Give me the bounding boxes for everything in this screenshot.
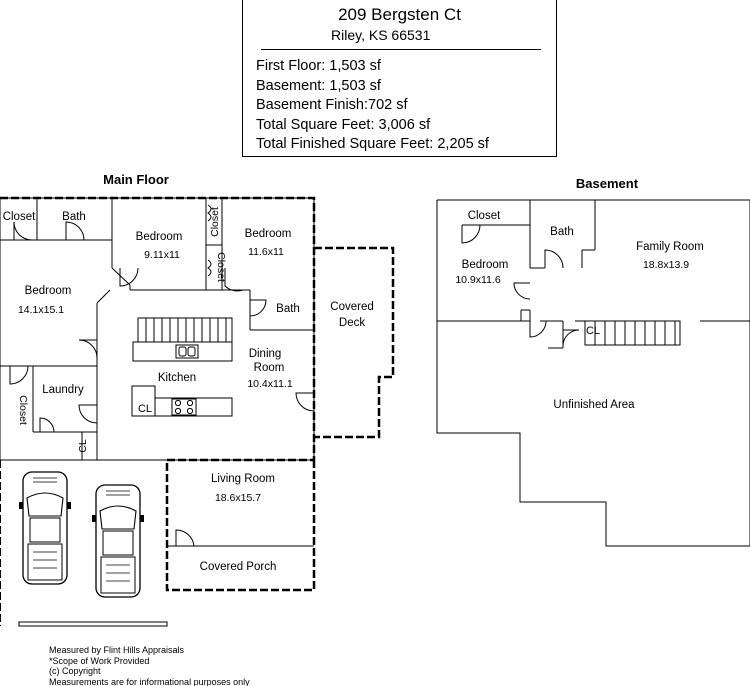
basement-walls <box>436 199 750 547</box>
footer-scope: *Scope of Work Provided <box>49 655 150 666</box>
total-finished-sf: Total Finished Square Feet: 2,205 sf <box>256 136 489 152</box>
main-floor-labels: Closet Bath Bedroom 14.1x15.1 Bedroom 9.… <box>3 207 374 573</box>
garage <box>0 459 168 627</box>
kitchen-counters <box>131 317 233 417</box>
label-laundry: Laundry <box>42 384 84 396</box>
size-living: 18.6x15.7 <box>215 492 261 504</box>
label-bath-mid: Bath <box>276 303 300 315</box>
label-basement-closet: Closet <box>468 210 501 222</box>
footer-notes: Measured by Flint Hills Appraisals *Scop… <box>49 645 250 686</box>
label-covered-deck-1: Covered <box>330 301 373 313</box>
label-basement-bath: Bath <box>550 226 574 238</box>
label-dining-1: Dining <box>249 348 282 360</box>
basement-door-swings <box>461 224 580 347</box>
footer-disclaimer: Measurements are for informational purpo… <box>49 676 250 686</box>
door-swings <box>9 204 315 547</box>
label-closet-laundry: Closet <box>17 395 29 425</box>
total-sf: Total Square Feet: 3,006 sf <box>256 116 431 133</box>
truck-icon-left <box>18 471 72 585</box>
label-cl-garage: CL <box>77 439 89 453</box>
label-unfinished-area: Unfinished Area <box>553 399 635 411</box>
truck-icon-right <box>91 484 145 598</box>
basement-finish-sf: Basement Finish:702 sf <box>256 97 408 113</box>
info-divider <box>261 49 541 50</box>
footer-measured-by: Measured by Flint Hills Appraisals <box>49 645 185 655</box>
label-bedroom-mid: Bedroom <box>136 231 183 243</box>
label-closet-vert-1: Closet <box>209 207 221 237</box>
label-closet-vert-2: Closet <box>215 252 227 282</box>
label-kitchen: Kitchen <box>158 372 196 384</box>
label-dining-2: Room <box>254 362 285 374</box>
label-covered-porch: Covered Porch <box>200 561 277 573</box>
size-family-room: 18.8x13.9 <box>643 259 689 271</box>
basement-title: Basement <box>576 176 639 191</box>
size-bedroom-right: 11.6x11 <box>248 246 284 258</box>
label-bedroom-right: Bedroom <box>245 228 292 240</box>
label-bath-top: Bath <box>62 211 86 223</box>
basement-sf: Basement: 1,503 sf <box>256 77 381 94</box>
main-floor-walls <box>0 197 315 547</box>
size-dining: 10.4x11.1 <box>247 378 293 390</box>
label-bedroom-left: Bedroom <box>25 285 72 297</box>
label-basement-cl: CL <box>586 325 600 337</box>
basement-labels: Closet Bath Family Room 18.8x13.9 Bedroo… <box>455 210 704 411</box>
first-floor-sf: First Floor: 1,503 sf <box>256 58 381 74</box>
size-bedroom-mid: 9.11x11 <box>144 249 180 261</box>
label-living: Living Room <box>211 473 275 485</box>
label-covered-deck-2: Deck <box>339 317 365 329</box>
footer-copyright: (c) Copyright <box>49 666 101 676</box>
size-bedroom-left: 14.1x15.1 <box>18 304 64 316</box>
square-footage-list: First Floor: 1,503 sf Basement: 1,503 sf… <box>256 57 489 155</box>
address-line-1: 209 Bergsten Ct <box>338 5 461 24</box>
label-basement-bedroom: Bedroom <box>462 259 509 271</box>
size-basement-bedroom: 10.9x11.6 <box>455 274 501 286</box>
main-floor-title: Main Floor <box>103 172 169 187</box>
label-closet-top: Closet <box>3 211 36 223</box>
property-info-box: 209 Bergsten Ct Riley, KS 66531 First Fl… <box>242 0 557 157</box>
label-cl-kitchen: CL <box>138 403 152 415</box>
address-line-2: Riley, KS 66531 <box>331 27 431 43</box>
label-family-room: Family Room <box>636 241 704 253</box>
